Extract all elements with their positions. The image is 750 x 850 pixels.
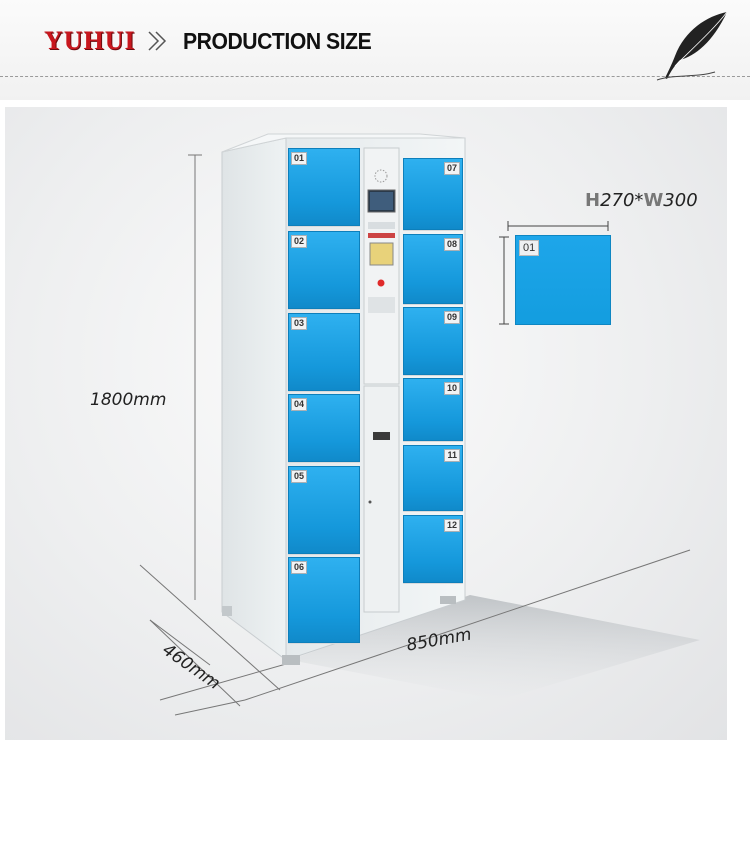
locker-number: 08 <box>443 238 460 251</box>
locker-number: 01 <box>291 152 308 165</box>
depth-dimension-line <box>139 564 281 691</box>
card-slot <box>373 432 390 440</box>
locker-number: 12 <box>443 519 460 532</box>
locker-number: 02 <box>291 235 308 248</box>
locker-number: 09 <box>443 311 460 324</box>
locker-door[interactable]: 01 <box>288 148 360 226</box>
locker-number: 06 <box>291 561 308 574</box>
size-w-letter: W <box>643 190 664 211</box>
service-door <box>363 385 400 613</box>
size-value-1: 270* <box>600 190 644 211</box>
header-divider <box>0 76 750 77</box>
locker-number: 07 <box>443 162 460 175</box>
keypad <box>369 242 394 266</box>
locker-door[interactable]: 06 <box>288 557 360 643</box>
header-banner: YUHUI PRODUCTION SIZE <box>0 0 750 100</box>
compartment-size-label: H270*W300 <box>585 190 698 211</box>
locker-number: 10 <box>443 382 460 395</box>
width-dimension-line <box>244 549 691 701</box>
brand-logo: YUHUI <box>44 26 136 55</box>
page-title: PRODUCTION SIZE <box>183 28 372 54</box>
locker-door[interactable]: 02 <box>288 231 360 309</box>
cabinet-side-panel <box>221 137 287 661</box>
floor-shadow <box>290 595 700 700</box>
size-h-letter: H <box>585 190 601 211</box>
locker-door[interactable]: 12 <box>403 515 463 583</box>
locker-door[interactable]: 11 <box>403 445 463 511</box>
height-label: 1800mm <box>90 390 167 410</box>
speaker-grille <box>374 169 388 183</box>
locker-door[interactable]: 03 <box>288 313 360 391</box>
chevron-right-icon <box>148 31 167 51</box>
locker-door[interactable]: 08 <box>403 234 463 304</box>
size-value-2: 300 <box>663 190 698 211</box>
locker-number: 11 <box>444 449 460 462</box>
sample-compartment-number: 01 <box>519 240 540 256</box>
locker-number: 05 <box>291 470 308 483</box>
feather-quill-icon <box>656 11 728 81</box>
lock-keyhole <box>368 500 372 504</box>
locker-door[interactable]: 09 <box>403 307 463 375</box>
red-button <box>377 279 385 287</box>
locker-door[interactable]: 04 <box>288 394 360 462</box>
locker-number: 04 <box>291 398 308 411</box>
locker-door[interactable]: 07 <box>403 158 463 230</box>
locker-door[interactable]: 05 <box>288 466 360 554</box>
control-panel <box>363 147 400 385</box>
sample-compartment: 01 <box>515 235 611 325</box>
locker-door[interactable]: 10 <box>403 378 463 441</box>
locker-number: 03 <box>291 317 308 330</box>
